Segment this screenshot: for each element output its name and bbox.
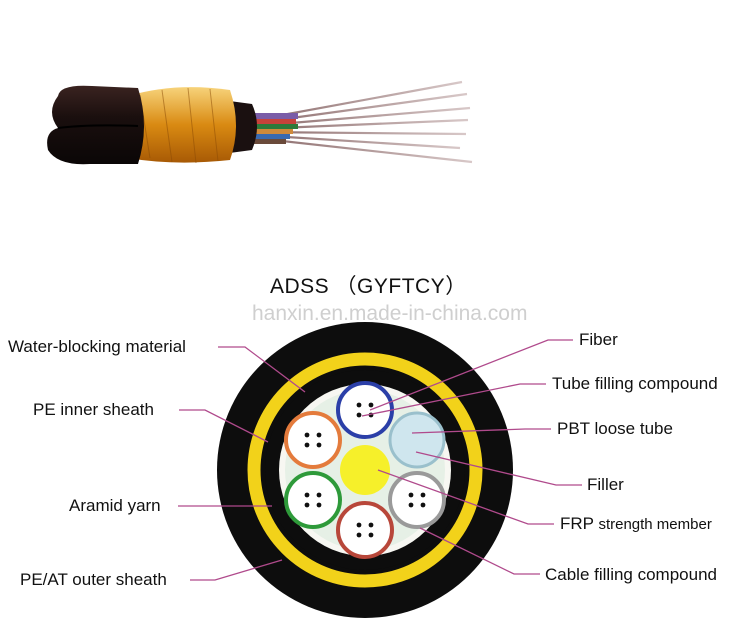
label-pe-inner-sheath: PE inner sheath <box>33 400 154 419</box>
label-outer-sheath: PE/AT outer sheath <box>20 571 167 588</box>
label-outer-sheath-rest: outer sheath <box>72 570 167 589</box>
loose-tube-upper-left <box>284 411 342 469</box>
loose-tube-bottom <box>336 501 394 559</box>
filler-upper-right <box>388 411 446 469</box>
label-outer-sheath-prefix: PE/AT <box>20 570 68 589</box>
frp-strength-member <box>340 445 390 495</box>
label-filler: Filler <box>587 475 624 494</box>
aramid-yarn-ring <box>247 352 483 588</box>
label-aramid-yarn: Aramid yarn <box>69 496 161 515</box>
label-water-blocking-material: Water-blocking material <box>8 337 186 356</box>
label-tube-filling-compound: Tube filling compound <box>552 374 718 393</box>
fiber-dots <box>304 402 426 538</box>
loose-tube-top <box>336 381 394 439</box>
label-frp-prefix: FRP <box>560 514 594 533</box>
label-frp-strength-member: FRP strength member <box>560 515 712 532</box>
label-pbt-loose-tube: PBT loose tube <box>557 419 673 438</box>
loose-tube-lower-left <box>284 471 342 529</box>
label-fiber: Fiber <box>579 330 618 349</box>
leader-lines <box>178 339 582 581</box>
diagram-title: ADSS （GYFTCY） <box>270 275 467 298</box>
label-frp-rest: strength member <box>598 516 712 533</box>
label-cable-filling-compound: Cable filling compound <box>545 565 717 584</box>
cable-aramid-yarn <box>128 87 236 163</box>
loose-tube-lower-right <box>388 471 446 529</box>
watermark-text: hanxin.en.made-in-china.com <box>252 302 528 325</box>
cable-loose-tubes <box>238 113 298 144</box>
